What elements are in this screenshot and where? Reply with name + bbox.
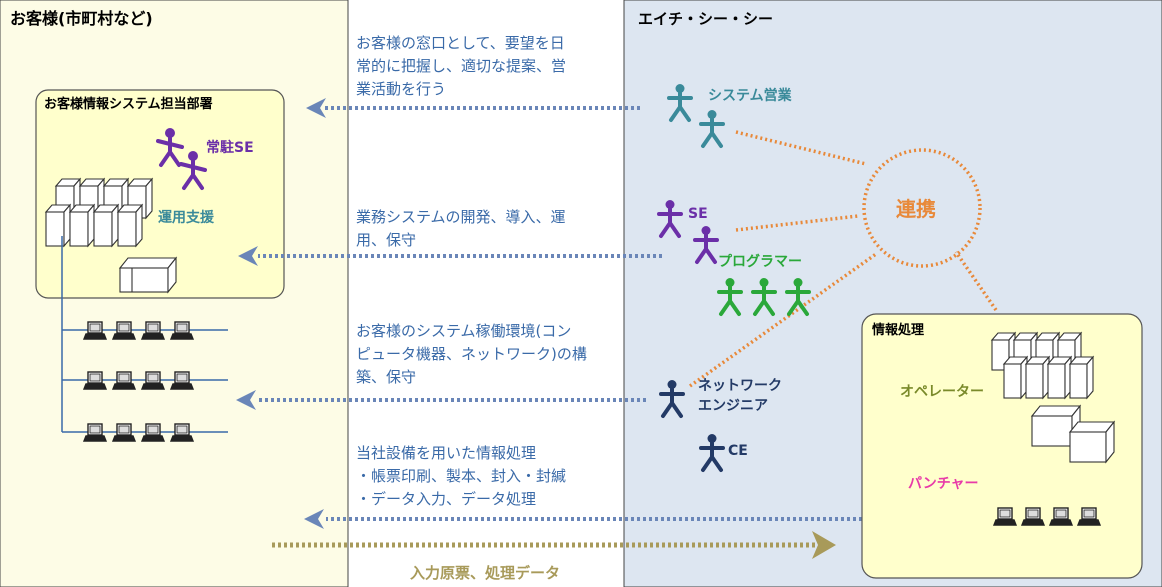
- flow-text-network: お客様のシステム稼働環境(コン ピュータ機器、ネットワーク)の構 築、保守: [356, 322, 587, 386]
- svg-text:当社設備を用いた情報処理: 当社設備を用いた情報処理: [356, 444, 536, 462]
- server-cluster-icon: [44, 177, 154, 248]
- computer-terminal-icon: [992, 507, 1018, 526]
- computer-terminal-icon: [140, 371, 166, 390]
- processing-device-icon: [1030, 404, 1116, 464]
- person-icon: [693, 226, 719, 264]
- computer-terminal-icon: [1020, 507, 1046, 526]
- svg-text:業活動を行う: 業活動を行う: [356, 80, 446, 98]
- computer-terminal-icon: [111, 423, 137, 442]
- info-processing-title: 情報処理: [872, 322, 924, 338]
- svg-text:・データ入力、データ処理: ・データ入力、データ処理: [356, 490, 536, 508]
- customer-dept-title: お客様情報システム担当部署: [44, 96, 213, 112]
- se-label: SE: [688, 206, 708, 222]
- computer-terminal-icon: [1076, 507, 1102, 526]
- svg-text:お客様のシステム稼働環境(コン: お客様のシステム稼働環境(コン: [356, 322, 571, 340]
- server-tower-icon: [1024, 355, 1051, 400]
- svg-text:用、保守: 用、保守: [356, 231, 416, 249]
- person-icon: [751, 278, 777, 316]
- bottom-flow-label: 入力原票、処理データ: [410, 564, 560, 582]
- computer-terminal-icon: [82, 371, 108, 390]
- flow-text-processing: 当社設備を用いた情報処理 ・帳票印刷、製本、封入・封緘 ・データ入力、データ処理: [356, 444, 566, 508]
- printer-device-icon: [118, 256, 178, 294]
- computer-terminal-icon: [111, 321, 137, 340]
- processing-terminal-icons: [992, 507, 1102, 526]
- collab-label: 連携: [896, 197, 936, 221]
- svg-text:築、保守: 築、保守: [356, 368, 416, 386]
- server-tower-icon: [1046, 355, 1073, 400]
- computer-terminal-icon: [140, 423, 166, 442]
- hcc-title: エイチ・シー・シー: [638, 10, 773, 28]
- svg-text:お客様の窓口として、要望を日: お客様の窓口として、要望を日: [356, 34, 565, 52]
- operator-label: オペレーター: [900, 384, 984, 400]
- server-tower-icon: [1068, 355, 1095, 400]
- server-tower-icon: [68, 203, 96, 248]
- processing-server-icon: [990, 331, 1095, 400]
- svg-text:・帳票印刷、製本、封入・封緘: ・帳票印刷、製本、封入・封緘: [356, 467, 566, 485]
- network-engineer-label-2: エンジニア: [698, 398, 768, 414]
- computer-terminal-icon: [1048, 507, 1074, 526]
- ops-support-label: 運用支援: [158, 209, 215, 226]
- server-tower-icon: [92, 203, 120, 248]
- server-tower-icon: [44, 203, 72, 248]
- flow-text-sales: お客様の窓口として、要望を日 常的に把握し、適切な提案、営 業活動を行う: [356, 34, 566, 98]
- puncher-label: パンチャー: [908, 476, 979, 492]
- computer-terminal-icon: [169, 423, 195, 442]
- person-icon: [699, 434, 725, 472]
- person-icon: [699, 110, 725, 148]
- programmer-label: プログラマー: [718, 253, 802, 270]
- svg-text:業務システムの開発、導入、運: 業務システムの開発、導入、運: [356, 208, 566, 226]
- network-engineer-label-1: ネットワーク: [698, 378, 782, 394]
- server-tower-icon: [1002, 355, 1029, 400]
- server-tower-icon: [116, 203, 144, 248]
- computer-terminal-icon: [169, 321, 195, 340]
- person-icon: [717, 278, 743, 316]
- svg-text:常的に把握し、適切な提案、営: 常的に把握し、適切な提案、営: [356, 57, 566, 75]
- computer-terminal-icon: [82, 321, 108, 340]
- flow-text-se: 業務システムの開発、導入、運 用、保守: [356, 208, 566, 249]
- sales-label: システム営業: [708, 87, 793, 104]
- svg-text:ピュータ機器、ネットワーク)の構: ピュータ機器、ネットワーク)の構: [356, 345, 587, 363]
- terminal-icons: [82, 321, 195, 442]
- person-icon: [659, 380, 685, 418]
- computer-terminal-icon: [82, 423, 108, 442]
- computer-terminal-icon: [111, 371, 137, 390]
- computer-terminal-icon: [169, 371, 195, 390]
- person-icon: [785, 278, 811, 316]
- ce-label: CE: [728, 443, 748, 459]
- computer-terminal-icon: [140, 321, 166, 340]
- flow-arrows: [236, 98, 862, 559]
- person-icon: [657, 200, 683, 238]
- person-icon: [667, 84, 693, 122]
- customer-title: お客様(市町村など): [10, 9, 153, 28]
- resident-se-label: 常駐SE: [206, 139, 254, 156]
- collab-links: [688, 130, 998, 388]
- resident-se-person-icon: [156, 128, 207, 190]
